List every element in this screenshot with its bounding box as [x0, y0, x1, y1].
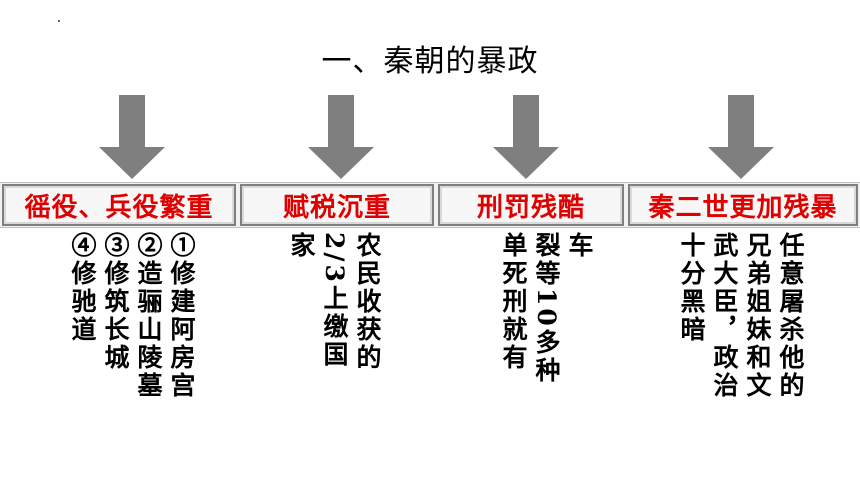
details-harsh-punishment: 车 裂等10多种 单死刑就有 [497, 232, 596, 402]
detail-line: 任意屠杀他的 [776, 232, 805, 400]
down-arrow-icon [308, 95, 374, 179]
label-heavy-taxes: 赋税沉重 [240, 184, 434, 226]
detail-line: 裂等10多种 [532, 232, 561, 385]
detail-line: 兄弟姐妹和文 [743, 232, 772, 400]
detail-line: 家 [287, 232, 316, 260]
detail-line: 2/3上缴国 [320, 232, 349, 369]
down-arrow-icon [708, 95, 774, 179]
detail-line: 农民收获的 [353, 232, 382, 372]
detail-line: ④修驰道 [68, 232, 97, 344]
detail-line: 武大臣，政治 [710, 232, 739, 400]
detail-line: 十分黑暗 [677, 232, 706, 344]
details-corvee-military: ①修建阿房宫 ②造骊山陵墓 ③修筑长城 ④修驰道 [66, 232, 198, 442]
label-corvee-military: 徭役、兵役繁重 [2, 184, 236, 226]
detail-line: ①修建阿房宫 [167, 232, 196, 400]
page-title: 一、秦朝的暴政 [321, 44, 539, 79]
detail-line: ②造骊山陵墓 [134, 232, 163, 400]
detail-line: ③修筑长城 [101, 232, 130, 372]
label-harsh-punishment: 刑罚残酷 [438, 184, 624, 226]
down-arrow-icon [99, 95, 165, 179]
details-heavy-taxes: 农民收获的 2/3上缴国 家 [285, 232, 384, 402]
details-qin-ershi-tyranny: 任意屠杀他的 兄弟姐妹和文 武大臣，政治 十分黑暗 [675, 232, 807, 432]
down-arrow-icon [493, 95, 559, 179]
label-qin-ershi-tyranny: 秦二世更加残暴 [628, 184, 858, 226]
decorative-dot [58, 20, 60, 22]
detail-line: 单死刑就有 [499, 232, 528, 372]
detail-line: 车 [565, 232, 594, 260]
